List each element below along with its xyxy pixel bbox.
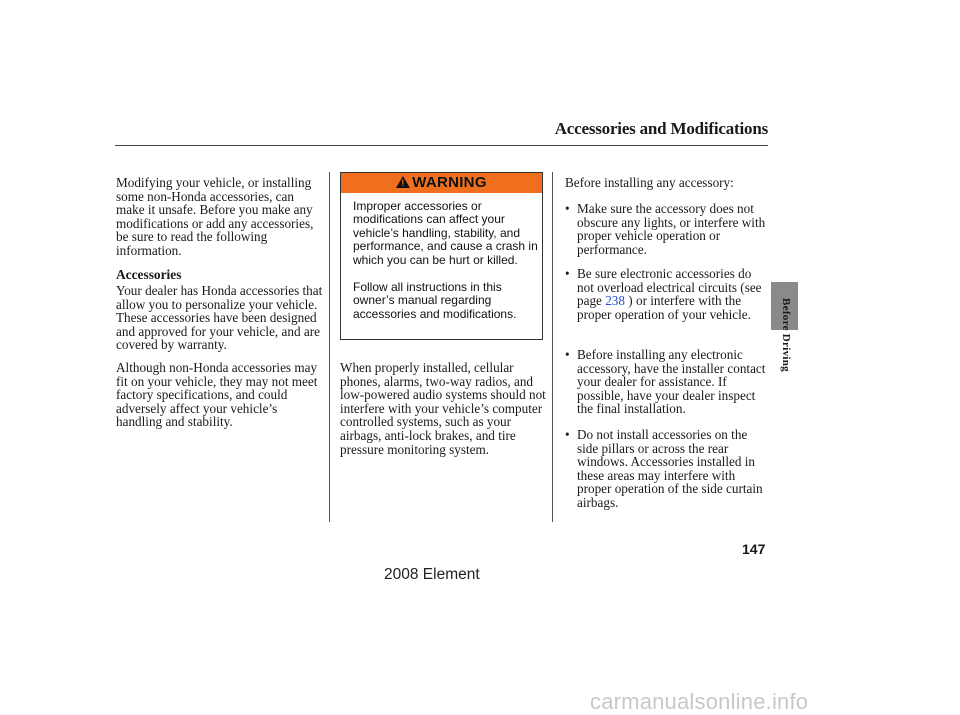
- warning-body: Improper accessories or modifications ca…: [353, 199, 538, 335]
- intro-paragraph: Modifying your vehicle, or installing so…: [116, 175, 314, 258]
- dealer-accessories-paragraph: Your dealer has Honda accessories that a…: [116, 283, 323, 353]
- before-installing-intro: Before installing any accessory:: [565, 175, 734, 190]
- bullet-dot: •: [565, 427, 570, 442]
- warning-text-1: Improper accessories or modifications ca…: [353, 199, 538, 267]
- bullet-text-3: Before installing any electronic accesso…: [577, 347, 766, 417]
- installed-devices-paragraph: When properly installed, cellular phones…: [340, 360, 546, 457]
- bullet-dot: •: [565, 201, 570, 216]
- model-footer: 2008 Element: [384, 566, 480, 583]
- non-honda-accessories-paragraph: Although non-Honda accessories may fit o…: [116, 360, 318, 430]
- bullet-text-2-part-a: Be sure electronic accessories do not ov…: [577, 266, 762, 309]
- page-number: 147: [742, 541, 766, 557]
- bullet-item-2: • Be sure electronic accessories do not …: [565, 267, 771, 321]
- watermark: carmanualsonline.info: [590, 689, 809, 714]
- bullet-item-1: • Make sure the accessory does not obscu…: [565, 202, 771, 256]
- warning-text-2: Follow all instructions in this owner’s …: [353, 280, 517, 321]
- bullet-text-4: Do not install accessories on the side p…: [577, 427, 763, 510]
- bullet-text-2-part-b: ) or interfere with the proper operation…: [577, 293, 751, 322]
- bullet-dot: •: [565, 266, 570, 281]
- page-238-link[interactable]: 238: [605, 293, 625, 309]
- column-divider-1: [329, 172, 330, 522]
- title-divider: [115, 145, 768, 146]
- accessories-heading: Accessories: [116, 267, 182, 282]
- bullet-text-2: Be sure electronic accessories do not ov…: [577, 267, 771, 321]
- warning-triangle-icon: [396, 176, 411, 188]
- warning-box: WARNING Improper accessories or modifica…: [340, 172, 543, 340]
- section-label: Before Driving: [780, 298, 792, 372]
- warning-header: WARNING: [341, 173, 542, 193]
- bullet-text-1: Make sure the accessory does not obscure…: [577, 201, 766, 257]
- bullet-item-4: • Do not install accessories on the side…: [565, 428, 771, 510]
- page-title: Accessories and Modifications: [554, 119, 768, 138]
- bullet-item-3: • Before installing any electronic acces…: [565, 348, 771, 416]
- warning-label: WARNING: [412, 174, 487, 191]
- section-tab-marker: [771, 282, 798, 330]
- column-divider-2: [552, 172, 553, 522]
- bullet-dot: •: [565, 347, 570, 362]
